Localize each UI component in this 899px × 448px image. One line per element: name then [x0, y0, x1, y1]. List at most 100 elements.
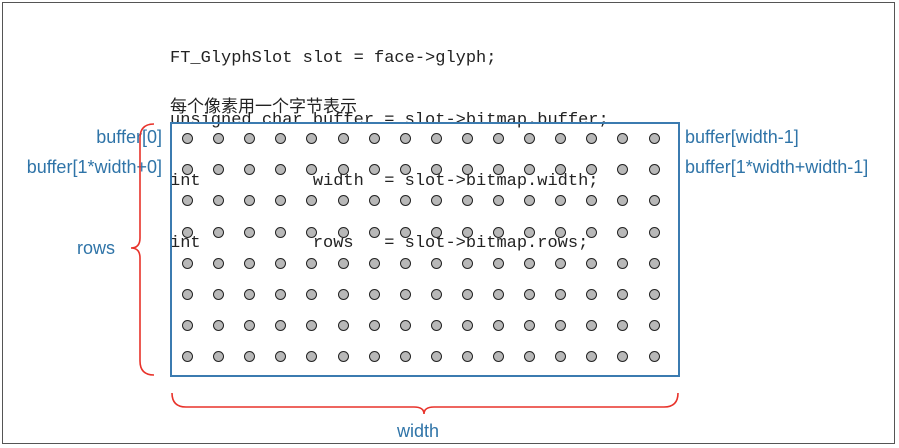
label-buffer-row1-start: buffer[1*width+0] — [26, 157, 162, 177]
pixel-dot — [368, 133, 380, 144]
pixel-dot — [213, 289, 225, 300]
pixel-dot — [306, 351, 318, 363]
pixel-dot — [648, 226, 660, 238]
pixel-dot — [461, 289, 473, 300]
pixel-dot — [244, 195, 256, 207]
pixel-dot — [368, 257, 380, 269]
pixel-grid — [170, 122, 680, 377]
pixel-dot — [337, 226, 349, 238]
pixel-dot — [555, 164, 567, 176]
pixel-dot — [275, 133, 287, 144]
pixel-dot — [244, 226, 256, 238]
pixel-dot — [368, 195, 380, 207]
pixel-dot — [399, 320, 411, 332]
pixel-dot — [461, 164, 473, 176]
pixel-dot — [244, 164, 256, 176]
pixel-dot — [524, 257, 536, 269]
pixel-dot — [182, 133, 193, 144]
pixel-dot — [430, 351, 442, 363]
pixel-dot — [399, 351, 411, 363]
pixel-dot — [648, 351, 660, 363]
pixel-dot — [430, 226, 442, 238]
pixel-dot — [306, 195, 318, 207]
pixel-dot — [368, 351, 380, 363]
pixel-dot — [617, 257, 629, 269]
pixel-dot — [275, 226, 287, 238]
pixel-dot — [648, 257, 660, 269]
pixel-dot — [461, 351, 473, 363]
label-rows: rows — [77, 238, 116, 258]
pixel-dot — [213, 351, 225, 363]
pixel-dot — [430, 289, 442, 300]
pixel-dot — [617, 195, 629, 207]
pixel-dot — [493, 351, 504, 363]
code-line: int width = slot->bitmap.width; — [170, 172, 599, 191]
pixel-dot — [493, 257, 504, 269]
pixel-dot — [244, 320, 256, 332]
pixel-dot — [306, 164, 318, 176]
pixel-dot — [555, 320, 567, 332]
pixel-dot — [617, 164, 629, 176]
label-width: width — [397, 421, 440, 441]
pixel-dot — [524, 226, 536, 238]
pixel-dot — [648, 133, 660, 144]
pixel-dot — [493, 164, 504, 176]
pixel-dot — [430, 320, 442, 332]
pixel-dot — [275, 320, 287, 332]
pixel-dot — [617, 289, 629, 300]
pixel-dot — [337, 351, 349, 363]
pixel-dot — [182, 289, 193, 300]
pixel-dot — [586, 226, 598, 238]
pixel-dot — [275, 257, 287, 269]
pixel-dot — [182, 164, 193, 176]
pixel-dot — [368, 320, 380, 332]
pixel-dot — [399, 289, 411, 300]
pixel-dot — [648, 320, 660, 332]
pixel-dot — [306, 320, 318, 332]
pixel-dot — [244, 351, 256, 363]
label-buffer-row1-end: buffer[1*width+width-1] — [685, 157, 869, 177]
pixel-dot — [555, 195, 567, 207]
pixel-dot — [368, 164, 380, 176]
pixel-dot — [213, 133, 225, 144]
pixel-dot — [275, 289, 287, 300]
pixel-dot — [430, 257, 442, 269]
pixel-dot — [244, 133, 256, 144]
pixel-dot — [213, 195, 225, 207]
pixel-dot — [586, 289, 598, 300]
pixel-dot — [213, 164, 225, 176]
pixel-dot — [213, 226, 225, 238]
pixel-dot — [430, 164, 442, 176]
pixel-dot — [617, 320, 629, 332]
pixel-dot — [461, 320, 473, 332]
pixel-dot — [586, 133, 598, 144]
pixel-dot — [399, 195, 411, 207]
pixel-dot — [244, 289, 256, 300]
pixel-dot — [586, 164, 598, 176]
pixel-dot — [555, 289, 567, 300]
pixel-dot — [555, 351, 567, 363]
pixel-dot — [524, 133, 536, 144]
pixel-dot — [586, 195, 598, 207]
pixel-dot — [524, 320, 536, 332]
pixel-dot — [493, 226, 504, 238]
pixel-dot — [213, 257, 225, 269]
code-line: FT_GlyphSlot slot = face->glyph; — [170, 49, 497, 68]
width-brace — [171, 392, 679, 415]
pixel-dot — [213, 320, 225, 332]
pixel-dot — [337, 133, 349, 144]
pixel-dot — [182, 351, 193, 363]
pixel-dot — [586, 320, 598, 332]
pixel-dot — [493, 289, 504, 300]
label-buffer-0: buffer[0] — [96, 127, 162, 147]
pixel-dot — [182, 195, 193, 207]
pixel-dot — [430, 195, 442, 207]
pixel-dot — [430, 133, 442, 144]
pixel-dot — [399, 257, 411, 269]
pixel-dot — [337, 195, 349, 207]
pixel-dot — [182, 320, 193, 332]
pixel-dot — [617, 226, 629, 238]
rows-brace — [130, 123, 155, 376]
